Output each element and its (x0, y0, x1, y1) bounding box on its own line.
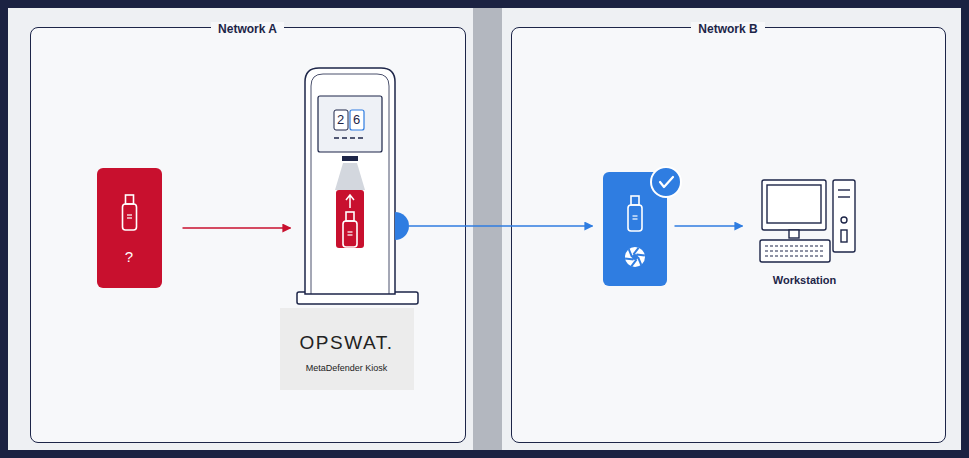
digit-box (334, 110, 348, 130)
panel-title: Network B (691, 22, 764, 36)
text-holder: 6 (350, 110, 364, 130)
kiosk-port (395, 212, 409, 240)
workstation: Workstation (745, 170, 865, 285)
flow-arrow (409, 225, 593, 227)
text-holder: Network B (512, 19, 944, 37)
node-illustration (745, 170, 865, 285)
screen-dash (342, 137, 347, 139)
inserted-media (336, 190, 364, 248)
text-holder: OPSWAT. (280, 332, 414, 354)
kiosk-digit: 6 (353, 112, 360, 127)
text-holder: MetaDefender Kiosk (280, 357, 414, 375)
workstation-label: Workstation (773, 274, 836, 286)
screen-dash (350, 137, 355, 139)
sanitized-media-card (603, 172, 667, 286)
network-divider (473, 8, 502, 450)
brand-plate: OPSWAT. MetaDefender Kiosk (280, 308, 414, 390)
slot-light (335, 163, 365, 190)
network-panel: ?26OPSWAT.MetaDefender KioskNetwork A (30, 27, 466, 443)
node-illustration (97, 168, 162, 288)
product-name: MetaDefender Kiosk (306, 363, 388, 373)
kiosk-inner-line (311, 74, 389, 294)
screen-dash (358, 137, 363, 139)
aperture-icon (625, 247, 645, 267)
text-holder: Workstation (745, 270, 865, 288)
brand-name: OPSWAT. (300, 332, 394, 353)
network-panel: WorkstationNetwork B (511, 27, 946, 443)
upload-arrow (346, 195, 354, 208)
flow-arrow (183, 227, 291, 229)
metadefender-kiosk: 26 (305, 68, 395, 300)
node-illustration (305, 68, 395, 300)
flow-arrow (675, 225, 743, 227)
node-illustration (603, 172, 667, 286)
unknown-mark: ? (125, 248, 133, 265)
text-holder: ? (97, 248, 162, 266)
panel-title: Network A (211, 22, 284, 36)
kiosk-screen (318, 96, 382, 152)
usb-icon (343, 212, 357, 247)
light-ground (8, 8, 961, 450)
check-badge (651, 167, 681, 197)
usb-icon (122, 195, 136, 230)
screen-dash (334, 137, 339, 139)
text-holder: 2 (334, 110, 348, 130)
untrusted-media-card: ? (97, 168, 162, 288)
workstation-icon (760, 180, 855, 262)
kiosk-digit: 2 (337, 112, 344, 127)
media-slot (342, 156, 358, 161)
usb-icon (628, 196, 642, 231)
kiosk-body (305, 68, 395, 294)
text-holder: Network A (31, 19, 464, 37)
digit-box (350, 110, 364, 130)
